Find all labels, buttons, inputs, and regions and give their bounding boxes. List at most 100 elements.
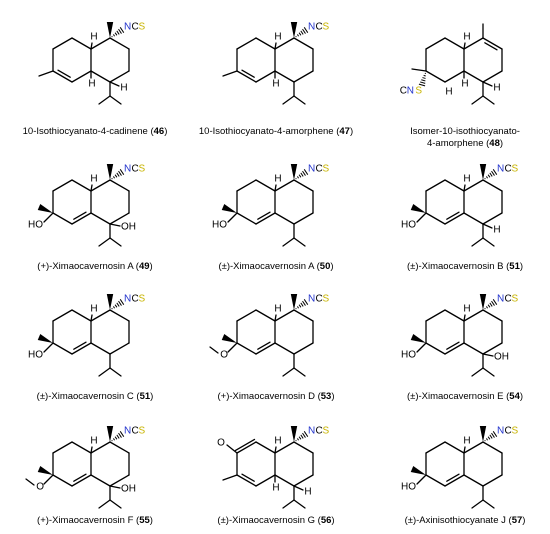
hydroxyl-label: OH (121, 222, 136, 233)
double-bond-line (73, 211, 87, 220)
hydrogen-atom-label: H (90, 304, 97, 315)
hydroxyl-bond (43, 212, 54, 223)
double-bond-line (241, 473, 255, 482)
carbon-atom-label: C (316, 164, 323, 175)
hashed-bond (300, 302, 304, 307)
compound-name: 4-amorphene (48) (427, 138, 503, 149)
sulfur-atom-label: S (323, 426, 330, 437)
hashed-bond (114, 304, 118, 308)
hydrogen-atom-label: H (90, 32, 97, 43)
ring-bond (444, 70, 465, 83)
ring-bond (444, 37, 465, 50)
compound-name: (±)-Axinisothiocyanate J (57) (405, 515, 526, 526)
ring-bond (274, 179, 295, 192)
sulfur-atom-label: S (415, 86, 422, 97)
bond-to-hydrogen (463, 42, 466, 50)
isopropyl-methyl-bond (482, 237, 495, 247)
ring-bond (109, 212, 130, 225)
hydroxyl-bond (43, 342, 54, 353)
ring-bond (293, 441, 314, 454)
ring-bond (71, 37, 92, 50)
ring-bond (255, 474, 276, 487)
hashed-bond (491, 432, 495, 438)
hashed-bond (112, 306, 116, 309)
ring-bond (425, 37, 446, 50)
ring-bond (482, 179, 503, 192)
hashed-bond (302, 170, 306, 176)
hydrogen-atom-label: H (463, 436, 470, 447)
ring-bond (463, 70, 484, 83)
hashed-bond (296, 438, 300, 441)
ring-bond (293, 179, 314, 192)
nitrogen-atom-label: N (497, 426, 504, 437)
methoxy-methyl-bond (25, 478, 35, 486)
hydroxyl-bond (482, 353, 494, 357)
double-bond-line (241, 69, 255, 78)
compound-name: (±)-Ximaocavernosin C (51) (37, 391, 154, 402)
wedge-bond (290, 426, 298, 442)
hashed-bond (485, 438, 489, 441)
hashed-bond (303, 169, 309, 175)
double-bond-line (73, 473, 87, 482)
wedge-bond (410, 466, 426, 475)
ring-bond (444, 441, 465, 454)
hydroxyl-label: HO (28, 350, 43, 361)
hashed-bond (485, 306, 489, 309)
isopropyl-methyl-bond (282, 367, 295, 377)
ring-bond (425, 70, 446, 83)
ring-bond (71, 70, 92, 83)
hashed-bond (111, 177, 113, 180)
isopropyl-methyl-bond (482, 95, 495, 105)
ring-bond (90, 179, 111, 192)
bond-to-hydrogen (274, 446, 277, 454)
hashed-bond (487, 174, 491, 178)
hashed-bond (300, 434, 304, 439)
nitrogen-atom-label: N (407, 86, 414, 97)
ring-bond (255, 37, 276, 50)
isopropyl-methyl-bond (471, 237, 484, 247)
wedge-bond (106, 22, 114, 38)
bond-to-hydrogen (109, 81, 120, 87)
bond-to-hydrogen (463, 314, 466, 322)
hashed-bond (114, 32, 118, 36)
hashed-bond (116, 434, 120, 439)
nitrogen-atom-label: N (308, 426, 315, 437)
hydroxyl-label: OH (494, 352, 509, 363)
ring-bond (444, 212, 465, 225)
ring-bond (463, 342, 484, 355)
isopropyl-methyl-bond (98, 95, 111, 105)
ring-bond (52, 474, 73, 487)
hashed-bond (119, 169, 125, 175)
ring-bond (90, 441, 111, 454)
ring-bond (482, 309, 503, 322)
hashed-bond (296, 306, 300, 309)
ring-bond (71, 441, 92, 454)
hydroxyl-label: HO (401, 482, 416, 493)
wedge-bond (410, 334, 426, 343)
carbon-atom-label: C (505, 426, 512, 437)
hashed-bond (119, 27, 125, 33)
ring-bond (425, 212, 446, 225)
wedge-bond (479, 294, 487, 310)
ring-bond (293, 342, 314, 355)
wedge-bond (221, 334, 237, 343)
isopropyl-methyl-bond (282, 237, 295, 247)
carbonyl-bond (226, 444, 238, 454)
ring-bond (236, 70, 257, 83)
isopropyl-methyl-bond (482, 367, 495, 377)
bond-to-hydrogen (293, 485, 304, 491)
nitrogen-atom-label: N (124, 294, 131, 305)
ring-bond (425, 309, 446, 322)
hashed-bond (298, 32, 302, 36)
bond-to-hydrogen (463, 446, 466, 454)
bond-to-hydrogen (274, 184, 277, 192)
ring-bond (274, 309, 295, 322)
carbon-atom-label: C (316, 22, 323, 33)
ring-bond (463, 474, 484, 487)
compound-name: 10-Isothiocyanato-4-cadinene (46) (23, 126, 168, 137)
ring-bond (109, 37, 130, 50)
isopropyl-methyl-bond (98, 367, 111, 377)
ring-bond (90, 70, 111, 83)
hashed-bond (487, 436, 491, 440)
